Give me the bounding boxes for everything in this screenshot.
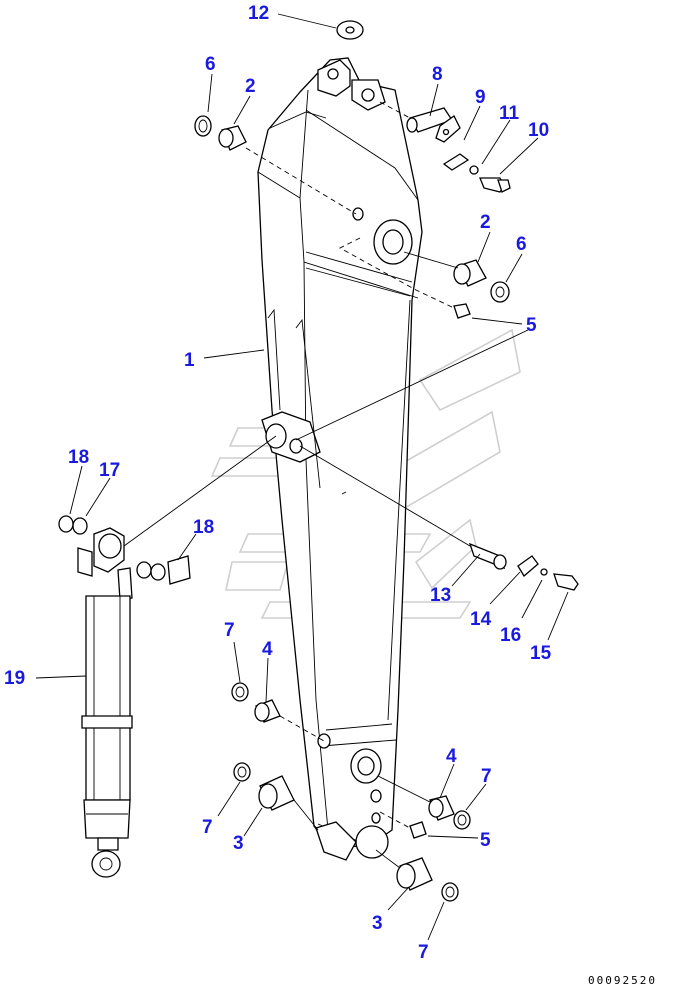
drawing-number: 00092520 [588, 974, 657, 987]
callout-2: 2 [245, 76, 256, 97]
callout-13: 13 [430, 585, 451, 606]
callout-7: 7 [481, 766, 492, 787]
boom-body [257, 57, 423, 861]
callout-15: 15 [530, 643, 552, 664]
callout-5: 5 [480, 830, 491, 851]
callout-10: 10 [528, 120, 549, 141]
leader-lines [35, 13, 569, 941]
callout-7: 7 [224, 620, 235, 641]
callout-18: 18 [68, 447, 89, 468]
callout-1: 1 [184, 350, 195, 371]
cylinder-pin-assembly [299, 445, 579, 591]
callout-11: 11 [499, 103, 520, 124]
callout-3: 3 [233, 833, 244, 854]
callout-19: 19 [4, 668, 25, 689]
callout-3: 3 [372, 913, 383, 934]
callout-labels: 12 6 2 8 9 11 10 2 6 5 1 18 17 18 13 14 … [4, 3, 552, 963]
callout-14: 14 [470, 609, 492, 630]
callout-7: 7 [418, 942, 429, 963]
callout-6: 6 [516, 234, 527, 255]
bushings-and-seals [194, 115, 510, 902]
callout-16: 16 [500, 625, 521, 646]
callout-18: 18 [193, 517, 214, 538]
callout-17: 17 [99, 460, 120, 481]
top-pin-assembly [336, 20, 511, 193]
callout-4: 4 [446, 746, 457, 767]
callout-8: 8 [432, 64, 443, 85]
callout-5: 5 [526, 315, 537, 336]
callout-9: 9 [475, 87, 486, 108]
callout-2: 2 [480, 212, 491, 233]
callout-12: 12 [248, 3, 269, 24]
callout-7: 7 [202, 817, 213, 838]
callout-6: 6 [205, 54, 216, 75]
boom-cylinder [58, 435, 277, 878]
callout-4: 4 [262, 639, 273, 660]
